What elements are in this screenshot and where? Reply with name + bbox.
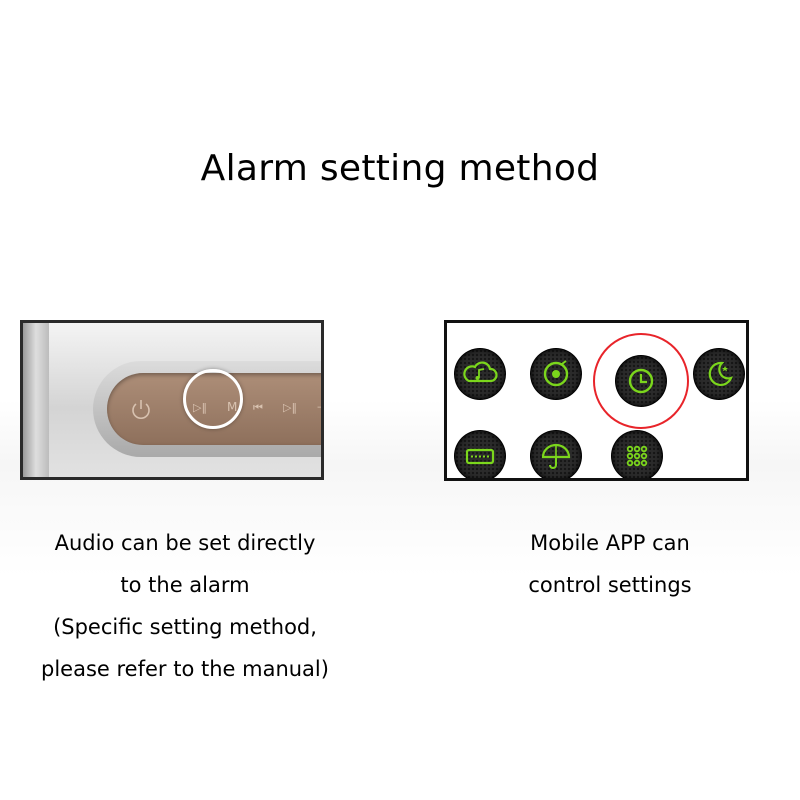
app-caption: Mobile APP can control settings	[460, 522, 760, 606]
mode-button-highlight-ring	[183, 369, 243, 429]
device-side-edge	[23, 323, 49, 477]
device-photo: ▷‖ M ⏮ ▷‖ –	[20, 320, 324, 480]
battery-icon[interactable]	[455, 431, 505, 478]
app-screenshot	[444, 320, 749, 481]
moon-star-icon[interactable]	[694, 349, 744, 399]
caption-line: Audio can be set directly	[54, 531, 316, 555]
caption-line: to the alarm	[120, 573, 250, 597]
cloud-music-icon[interactable]	[455, 349, 505, 399]
device-caption: Audio can be set directly to the alarm (…	[20, 522, 350, 690]
clock-highlight-ring	[593, 333, 689, 429]
page-title: Alarm setting method	[200, 148, 600, 189]
volume-minus-button[interactable]: –	[317, 400, 323, 413]
power-icon[interactable]	[129, 397, 153, 421]
caption-line: control settings	[528, 573, 692, 597]
grid-icon[interactable]	[612, 431, 662, 478]
caption-line: Mobile APP can	[530, 531, 690, 555]
previous-button[interactable]: ⏮	[253, 401, 263, 414]
umbrella-icon[interactable]	[531, 431, 581, 478]
disc-icon[interactable]	[531, 349, 581, 399]
play-pause-right-button[interactable]: ▷‖	[283, 401, 297, 414]
caption-line: (Specific setting method,	[53, 615, 317, 639]
caption-line: please refer to the manual)	[41, 657, 329, 681]
